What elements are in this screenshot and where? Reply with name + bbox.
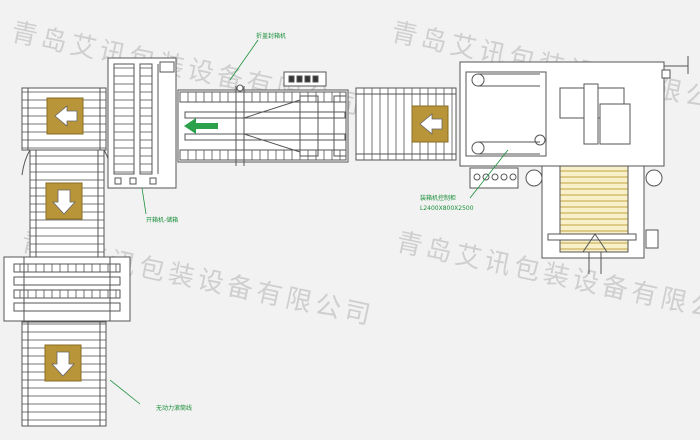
direction-arrow-left-icon (46, 97, 84, 135)
case-packer (459, 56, 689, 189)
callout-control-cabinet: 装箱机控制柜 L2400X800X2500 (420, 149, 509, 212)
callout-label: 开箱机-储箱 (146, 216, 178, 224)
callout-roller-conveyor: 无动力滚筒线 (109, 379, 192, 412)
callout-label: 折盖封箱机 (256, 32, 286, 40)
case-erector-frame (3, 256, 131, 322)
callout-case-magazine: 开箱机-储箱 (141, 187, 178, 224)
infeed-direction-arrow-icon (582, 233, 608, 274)
flow-arrow-icon (184, 118, 218, 134)
callout-sub-label: L2400X800X2500 (420, 205, 474, 212)
callout-case-sealer: 折盖封箱机 (229, 32, 286, 81)
packer-infeed-conveyor (525, 165, 663, 259)
callout-label: 装箱机控制柜 (420, 194, 456, 202)
direction-arrow-down-icon (45, 182, 83, 220)
direction-arrow-left-icon (411, 105, 449, 143)
case-magazine (107, 57, 177, 189)
direction-arrow-down-icon (44, 344, 82, 382)
callout-label: 无动力滚筒线 (156, 404, 192, 412)
